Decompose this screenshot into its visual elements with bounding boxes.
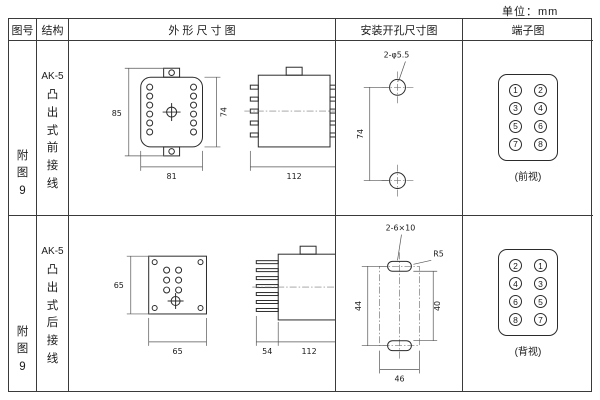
dim-front-height: 65	[114, 281, 124, 290]
fig-no-label: 附图9	[16, 325, 29, 374]
dim-side-depth: 112	[287, 171, 302, 180]
terminal-grid: 1 2 3 4 5 6 7 8	[509, 83, 547, 151]
dimension-lines	[363, 60, 406, 181]
dim-right-spacing: 40	[433, 301, 442, 311]
terminal-circle: 4	[534, 101, 547, 115]
terminal-circle: 8	[534, 137, 547, 151]
outline-drawing-front-wiring: 85 74 81 112	[112, 66, 335, 180]
slot-size-label: 2-6×10	[386, 224, 416, 233]
terminal-circle: 7	[509, 137, 522, 151]
relay-front-view	[148, 255, 207, 315]
plate-outline-dashed	[379, 252, 420, 360]
mounting-hole-drawing-rear-wiring: 2-6×10 R5 44 40 46	[354, 224, 444, 384]
terminal-circle: 6	[509, 295, 522, 308]
mounting-cell-row2: 2-6×10 R5 44 40 46	[336, 216, 463, 391]
terminal-circle: 8	[509, 313, 522, 326]
relay-side-view	[255, 245, 335, 321]
header-mounting-dims: 安装开孔尺寸图	[336, 19, 463, 41]
structure-cell-row2: AK-5 凸出式后接线	[37, 216, 69, 391]
outline-cell-row1: 85 74 81 112	[69, 41, 336, 216]
terminal-diagram: 2 1 4 3 6 5 8 7	[498, 249, 558, 336]
mounting-cell-row1: 2-φ5.5 74	[336, 41, 463, 216]
terminal-circle: 7	[534, 313, 547, 326]
dim-front-inner: 74	[219, 106, 228, 116]
unit-label: 单位：mm	[502, 6, 559, 18]
terminal-circle: 3	[509, 101, 522, 115]
dim-front-width: 65	[173, 347, 183, 356]
dimension-lines	[126, 255, 335, 346]
relay-front-view	[140, 67, 203, 156]
terminal-circle: 2	[534, 83, 547, 97]
fig-no-label: 附图9	[16, 149, 29, 198]
dim-side-front: 54	[262, 347, 272, 356]
slot-radius-label: R5	[433, 249, 444, 258]
terminal-cell-row2: 2 1 4 3 6 5 8 7 (背视)	[463, 216, 593, 391]
mounting-holes	[389, 78, 406, 189]
terminal-grid: 2 1 4 3 6 5 8 7	[509, 259, 547, 326]
model-label: AK-5	[41, 246, 64, 257]
header-fig-no: 图号	[9, 19, 37, 41]
view-label: (前视)	[514, 171, 542, 183]
terminal-circle: 3	[534, 277, 547, 290]
dim-front-height: 85	[112, 109, 122, 118]
header-terminal-diagram: 端子图	[463, 19, 593, 41]
terminal-circle: 5	[509, 119, 522, 133]
fig-no-cell-row2: 附图9	[9, 216, 37, 391]
fig-no-cell-row1: 附图9	[9, 41, 37, 216]
terminal-cell-row1: 1 2 3 4 5 6 7 8 (前视)	[463, 41, 593, 216]
terminal-circle: 2	[509, 259, 522, 272]
outline-drawing-rear-wiring: 65 65 54 112	[114, 245, 335, 356]
terminal-circle: 1	[534, 259, 547, 272]
relay-side-view	[249, 66, 335, 147]
dim-hole-spacing: 74	[356, 128, 365, 138]
terminal-circle: 5	[534, 295, 547, 308]
dim-side-depth: 112	[301, 347, 316, 356]
dim-bottom-width: 46	[394, 374, 404, 383]
terminal-circle: 1	[509, 83, 522, 97]
mounting-hole-drawing-front-wiring: 2-φ5.5 74	[356, 50, 414, 196]
dim-front-width: 81	[167, 171, 177, 180]
header-structure: 结构	[37, 19, 69, 41]
terminal-diagram: 1 2 3 4 5 6 7 8	[498, 73, 558, 161]
terminal-circle: 4	[509, 277, 522, 290]
hole-size-label: 2-φ5.5	[384, 50, 410, 59]
dimension-lines	[361, 234, 438, 374]
structure-label: 凸出式前接线	[46, 89, 59, 191]
dimension-lines	[124, 67, 335, 171]
header-outline-dims: 外 形 尺 寸 图	[69, 19, 336, 41]
hole-centerlines	[381, 70, 414, 196]
outline-cell-row2: 65 65 54 112	[69, 216, 336, 391]
dim-left-spacing: 44	[354, 301, 363, 311]
structure-label: 凸出式后接线	[46, 264, 59, 366]
spec-table: 图号 结构 外 形 尺 寸 图 安装开孔尺寸图 端子图 附图9 AK-5 凸出式…	[8, 18, 593, 392]
view-label: (背视)	[514, 347, 542, 358]
terminal-circle: 6	[534, 119, 547, 133]
structure-cell-row1: AK-5 凸出式前接线	[37, 41, 69, 216]
model-label: AK-5	[41, 71, 64, 82]
